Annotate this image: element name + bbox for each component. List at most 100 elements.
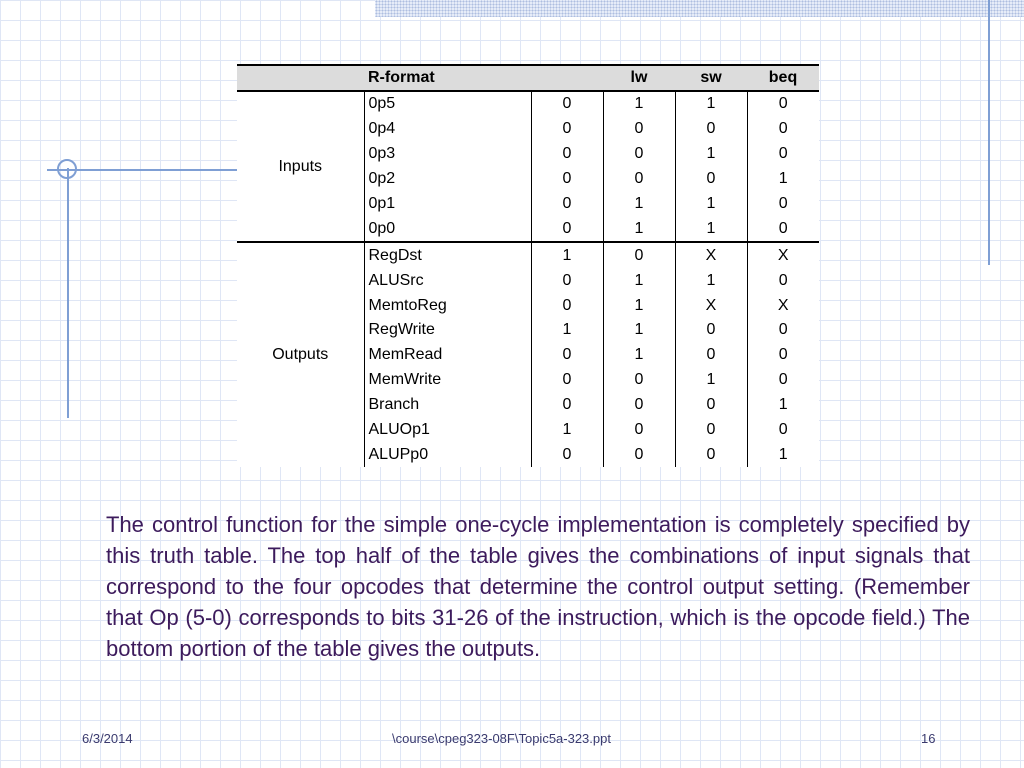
signal-value: 1 — [675, 216, 748, 243]
header-sw: sw — [675, 64, 747, 92]
signal-value: 1 — [603, 318, 676, 343]
footer-date: 6/3/2014 — [82, 731, 133, 746]
header-rformat-spacer — [531, 64, 603, 92]
signal-value: X — [675, 241, 748, 269]
description-paragraph: The control function for the simple one-… — [106, 512, 970, 661]
signal-value: 1 — [603, 216, 676, 243]
decorative-circle-icon — [57, 159, 77, 179]
signal-value: 1 — [675, 91, 748, 117]
signal-value: 0 — [603, 442, 676, 468]
signal-name: ALUPp0 — [364, 442, 532, 468]
signal-value: 0 — [531, 392, 604, 418]
signal-value: 0 — [778, 95, 788, 113]
signal-value: 1 — [778, 396, 788, 414]
signal-value: 1 — [675, 367, 748, 393]
signal-name: 0p0 — [364, 216, 532, 243]
signal-value: 0 — [778, 145, 788, 163]
signal-value: 0 — [531, 216, 604, 243]
signal-value: 0 — [531, 342, 604, 368]
header-beq: beq — [747, 64, 819, 92]
table-header-row: R-format lw sw beq — [237, 64, 819, 92]
signal-value: X — [777, 296, 789, 314]
signal-value: 0 — [603, 392, 676, 418]
signal-name: 0p2 — [364, 166, 532, 192]
signal-value: 1 — [603, 293, 676, 319]
signal-value: 0 — [778, 346, 788, 364]
left-decorative-line — [67, 168, 69, 418]
header-rformat: R-format — [364, 64, 531, 92]
signal-name: 0p4 — [364, 116, 532, 142]
signal-value: 0 — [675, 417, 748, 443]
signal-value: X — [675, 293, 748, 319]
signal-value: 0 — [603, 367, 676, 393]
header-spacer — [237, 64, 364, 92]
left-horizontal-line — [47, 169, 245, 171]
signal-value: 0 — [603, 166, 676, 192]
signal-value: 1 — [675, 191, 748, 217]
signal-value: 0 — [675, 342, 748, 368]
signal-value: 0 — [778, 120, 788, 138]
signal-value: 1 — [603, 268, 676, 294]
top-decorative-bar — [375, 0, 1024, 17]
signal-name: 0p3 — [364, 141, 532, 167]
signal-value: 1 — [531, 417, 604, 443]
signal-value: 0 — [675, 116, 748, 142]
signal-value: 0 — [675, 392, 748, 418]
signal-value: 0 — [675, 318, 748, 343]
signal-value: 0 — [531, 191, 604, 217]
signal-value: 1 — [531, 318, 604, 343]
signal-value: 0 — [603, 417, 676, 443]
signal-value: 1 — [675, 268, 748, 294]
signal-value: 0 — [603, 241, 676, 269]
signal-value: 0 — [603, 116, 676, 142]
signal-value: X — [747, 241, 819, 269]
signal-value: 0 — [778, 219, 788, 237]
signal-name: MemtoReg — [364, 293, 532, 319]
signal-value: 1 — [603, 91, 676, 117]
signal-value: 0 — [531, 442, 604, 468]
signal-name: Branch — [364, 392, 532, 418]
signal-name: RegDst — [364, 241, 532, 269]
header-lw: lw — [603, 64, 675, 92]
signal-value: 0 — [675, 442, 748, 468]
signal-value: 0 — [531, 367, 604, 393]
signal-name: MemWrite — [364, 367, 532, 393]
signal-value: 0 — [778, 371, 788, 389]
footer-file-path: \course\cpeg323-08F\Topic5a-323.ppt — [392, 731, 611, 746]
signal-value: 0 — [531, 166, 604, 192]
signal-value: 0 — [675, 166, 748, 192]
signal-value: 1 — [778, 445, 788, 463]
signal-value: 0 — [531, 293, 604, 319]
signal-value: 0 — [531, 116, 604, 142]
signal-name: 0p1 — [364, 191, 532, 217]
inputs-group-label: Inputs — [237, 91, 365, 243]
signal-value: 0 — [531, 91, 604, 117]
signal-value: 0 — [603, 141, 676, 167]
signal-value: 0 — [778, 421, 788, 439]
right-decorative-line — [988, 0, 990, 265]
signal-value: 1 — [603, 342, 676, 368]
signal-name: 0p5 — [364, 91, 532, 117]
signal-value: 1 — [675, 141, 748, 167]
signal-value: 0 — [778, 195, 788, 212]
signal-value: 0 — [531, 141, 604, 167]
signal-value: 1 — [531, 241, 604, 269]
footer-page-number: 16 — [921, 731, 936, 746]
signal-value: 1 — [603, 191, 676, 217]
